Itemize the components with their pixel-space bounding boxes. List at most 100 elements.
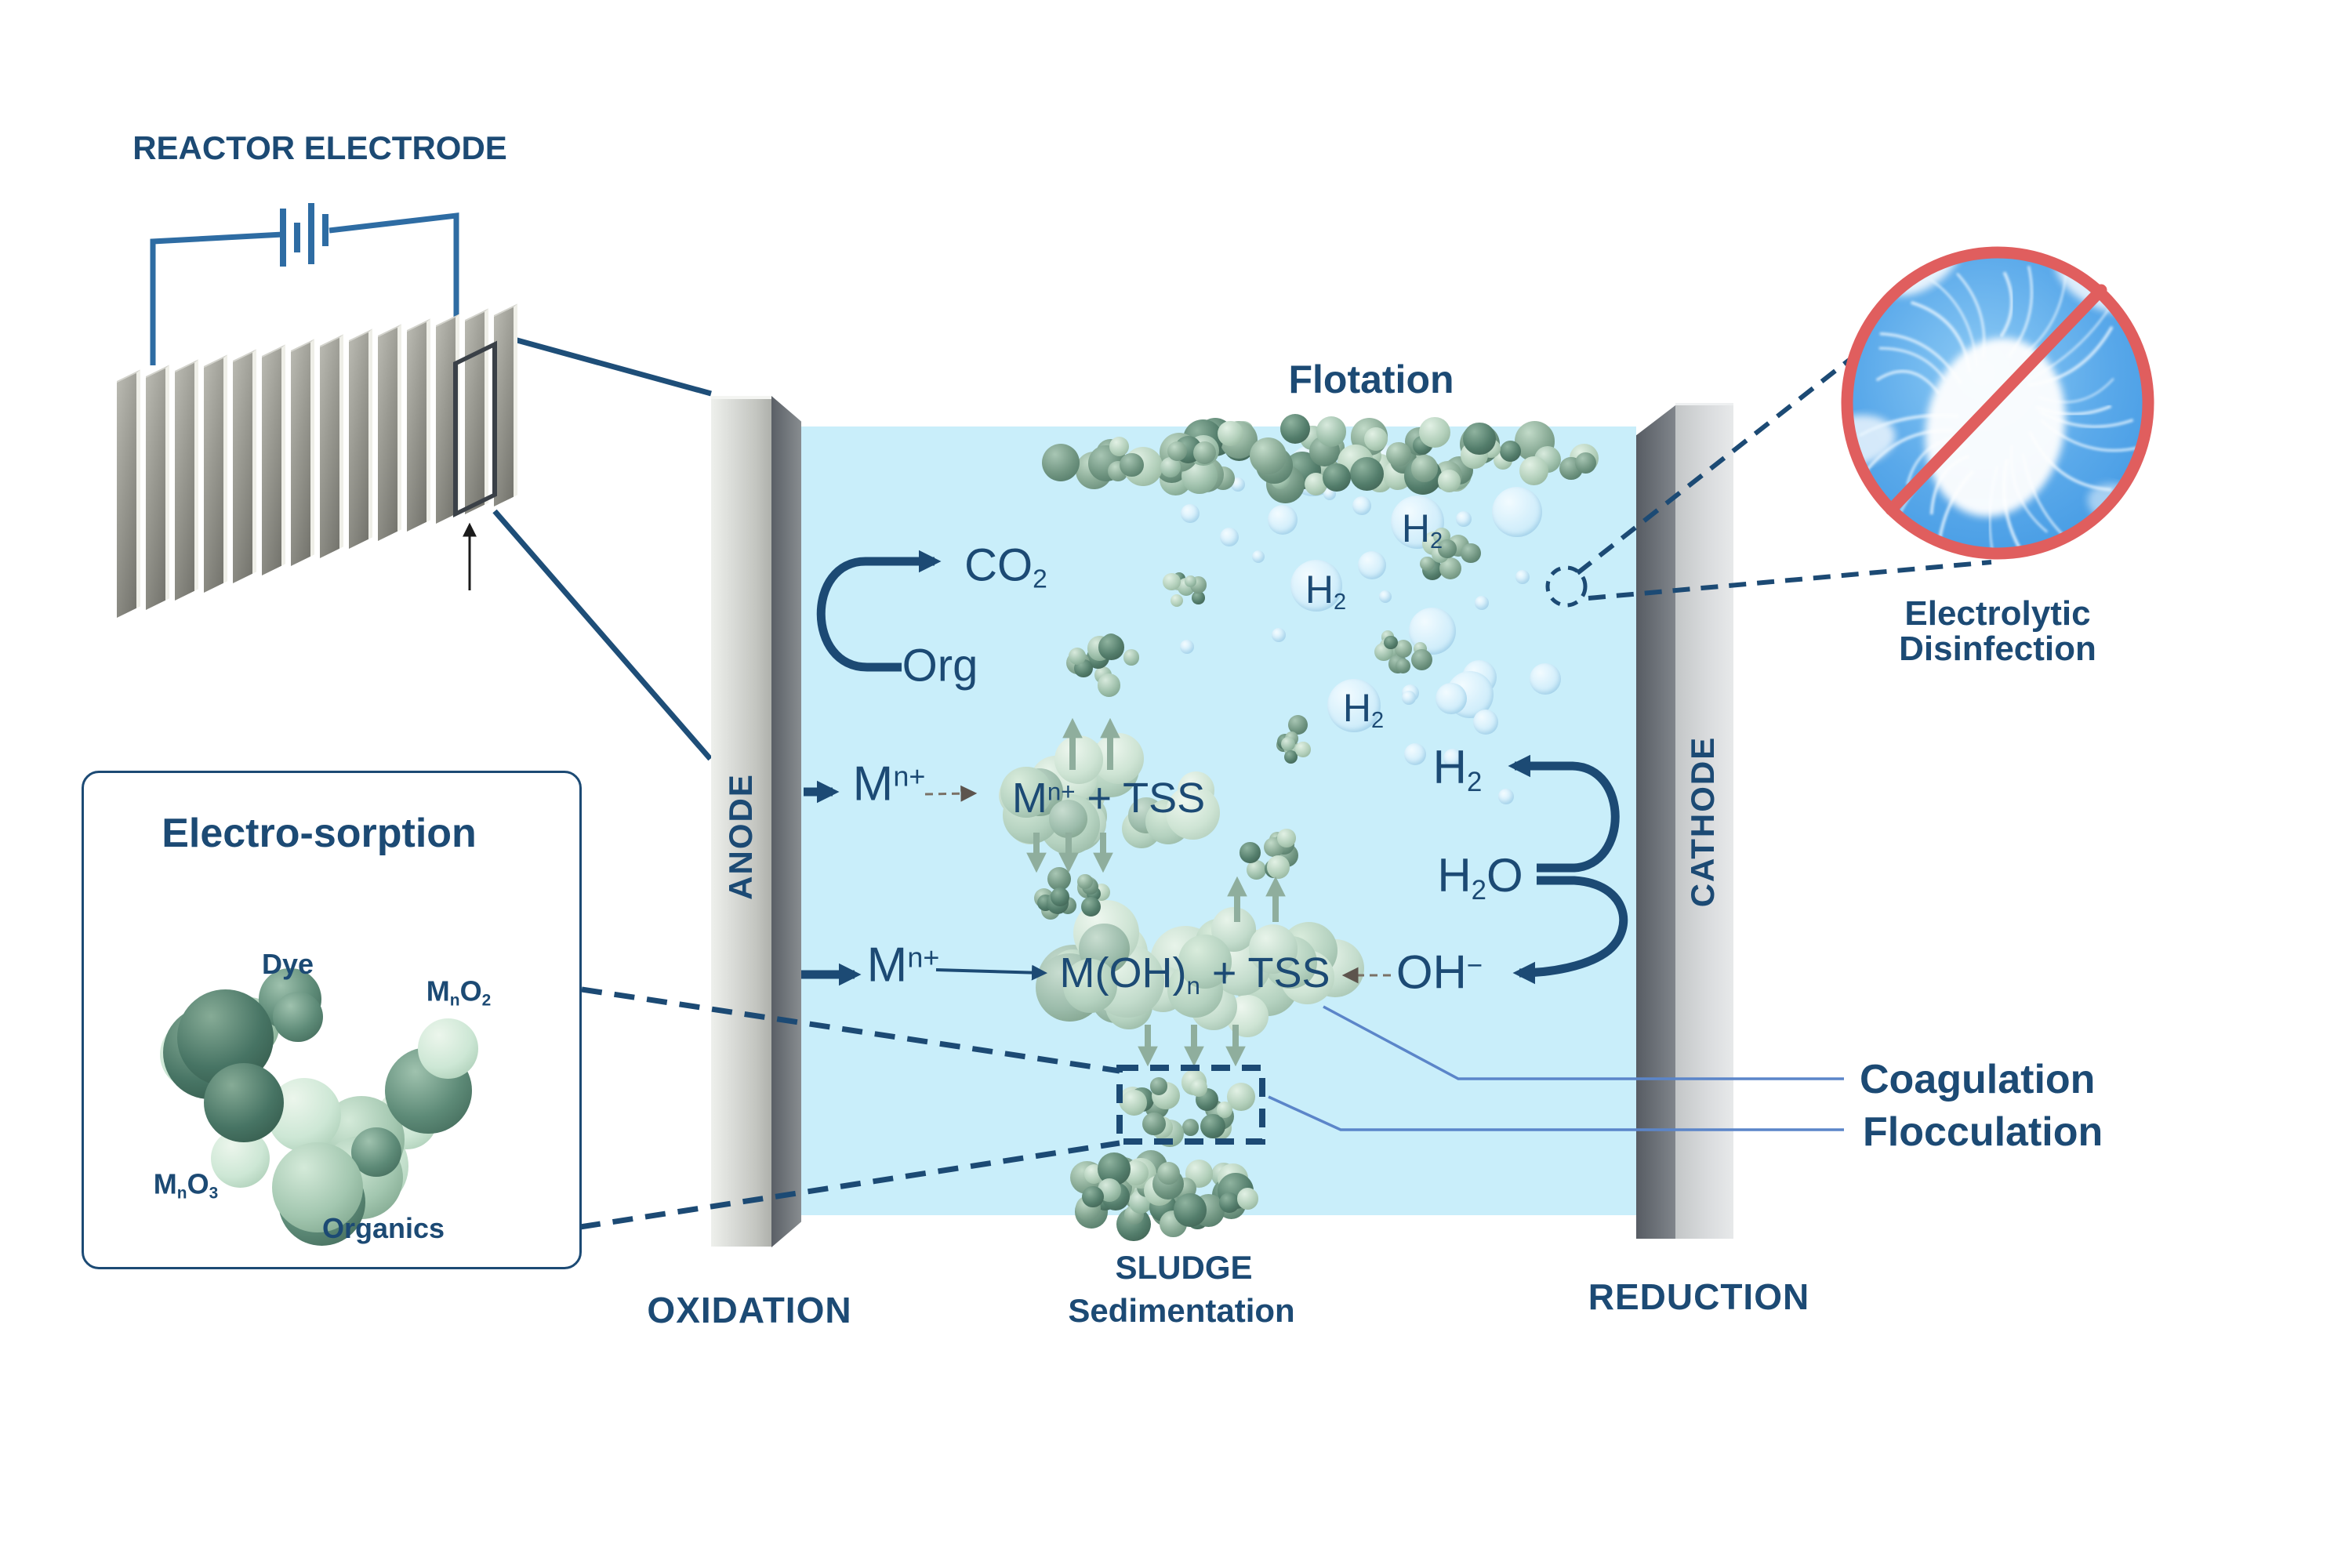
gas-bubble — [1272, 628, 1286, 642]
gas-bubble — [1268, 505, 1298, 535]
reactor-electrode-title: REACTOR ELECTRODE — [132, 129, 507, 166]
sorption-floc-orb — [204, 1062, 284, 1142]
electro-sorption-title: Electro-sorption — [162, 811, 477, 856]
floc-d-orb — [1396, 659, 1411, 673]
sludge-pile-orb — [1156, 1162, 1180, 1185]
oxidation-label: OXIDATION — [647, 1290, 852, 1330]
sedimentation-label: Sedimentation — [1068, 1292, 1295, 1329]
foam-orb — [1386, 441, 1411, 467]
co2-label: CO2 — [964, 539, 1047, 594]
mno3-o: O — [187, 1167, 209, 1200]
mn1-sup: n+ — [893, 760, 926, 793]
mno3-label: MnO3 — [154, 1168, 218, 1203]
mno2-m: M — [426, 975, 450, 1007]
floc-a-orb — [1098, 634, 1124, 660]
h2-base: H — [1432, 741, 1467, 794]
foam-orb — [1419, 416, 1451, 448]
mn-tss-rest: + TSS — [1075, 775, 1206, 822]
org-label: Org — [902, 640, 978, 691]
mn2-sup: n+ — [907, 941, 940, 974]
mn2-base: M — [866, 938, 908, 993]
gas-bubble — [1443, 749, 1462, 768]
floc-f-orb — [1247, 859, 1267, 880]
h2-bubble-label-1: H2 — [1401, 506, 1443, 554]
h2-bubble-label-3: H2 — [1342, 685, 1385, 734]
gas-bubble — [1530, 663, 1561, 695]
floc-mn-tss-orb — [1048, 799, 1087, 838]
floc-e-orb — [1295, 742, 1311, 758]
electrolytic-disinfection-label-1: Electrolytic — [1904, 594, 2091, 633]
h2-label-main: H2 — [1433, 740, 1483, 798]
settling-floc-orb — [1050, 887, 1069, 907]
foam-orb — [1249, 437, 1287, 474]
floc-d-orb — [1411, 648, 1433, 670]
anode-bar-side — [771, 396, 801, 1247]
mn-tss-sup: n+ — [1047, 778, 1076, 806]
floc-f-orb — [1240, 842, 1261, 863]
sorption-floc-orb — [272, 1142, 363, 1233]
mno3-m: M — [153, 1167, 177, 1200]
mno2-o: O — [459, 975, 482, 1007]
floc-e-orb — [1283, 750, 1298, 764]
floc-e-orb — [1288, 714, 1308, 735]
floc-c-orb — [1461, 543, 1481, 564]
gas-bubble — [1181, 504, 1200, 523]
gas-bubble — [1515, 570, 1530, 584]
dye-label: Dye — [261, 948, 314, 980]
mno3-3: 3 — [209, 1184, 219, 1203]
anode-label: ANODE — [722, 773, 759, 900]
foam-orb — [1316, 416, 1347, 447]
foam-orb — [1042, 443, 1080, 481]
floc-a-orb — [1069, 647, 1087, 665]
foam-orb — [1109, 437, 1129, 457]
h2o-sub: 2 — [1471, 874, 1487, 906]
mno2-n: n — [449, 991, 460, 1010]
sludge-pile-orb — [1173, 1193, 1207, 1227]
settling-floc-orb — [1077, 873, 1093, 890]
mno2-2: 2 — [481, 991, 492, 1010]
foam-orb — [1120, 453, 1144, 477]
oh-sup: − — [1466, 950, 1483, 982]
coagulation-label: Coagulation — [1860, 1057, 2096, 1102]
gas-bubble — [1436, 683, 1467, 714]
gas-bubble — [1327, 679, 1381, 732]
settling-floc-orb — [1081, 896, 1102, 916]
moh-sub: n — [1186, 971, 1200, 1000]
floc-moh-tss-orb — [1249, 924, 1298, 974]
foam-orb — [1363, 426, 1388, 452]
foam-orb — [1323, 463, 1351, 492]
moh-rest: + TSS — [1200, 949, 1330, 997]
mno2-label: MnO2 — [426, 975, 491, 1011]
floc-a-orb — [1123, 648, 1140, 666]
sorption-floc-orb — [273, 991, 324, 1043]
floc-d-orb — [1394, 640, 1413, 658]
moh-tss-label: M(OH)n + TSS — [1060, 949, 1330, 1000]
floc-b-orb — [1192, 591, 1205, 604]
h2o-rest: O — [1486, 849, 1523, 902]
electrolytic-disinfection-label-2: Disinfection — [1899, 630, 2096, 668]
mno3-n: n — [176, 1184, 187, 1203]
h2o-label: H2O — [1437, 848, 1523, 906]
foam-orb — [1411, 455, 1439, 482]
co2-sub: 2 — [1033, 564, 1047, 594]
anode-bar — [711, 396, 771, 1247]
gas-bubble — [1473, 710, 1498, 735]
gas-bubble — [1402, 691, 1416, 705]
foam-orb — [1349, 456, 1385, 491]
gas-bubble — [1492, 487, 1542, 537]
foam-orb — [1167, 441, 1188, 461]
foam-orb — [1193, 441, 1217, 464]
floc-b-orb — [1163, 572, 1181, 591]
floc-mn-tss-orb — [1165, 786, 1220, 840]
mn-ion-label-1: Mn+ — [853, 757, 926, 812]
gas-bubble — [1379, 590, 1392, 603]
h2o-base: H — [1437, 849, 1472, 902]
foam-orb — [1279, 414, 1311, 445]
gas-bubble — [1358, 551, 1386, 579]
mn-ion-label-2: Mn+ — [867, 938, 940, 993]
floc-d-orb — [1383, 635, 1398, 650]
gas-bubble — [1290, 560, 1342, 612]
floc-b-orb — [1171, 593, 1184, 608]
